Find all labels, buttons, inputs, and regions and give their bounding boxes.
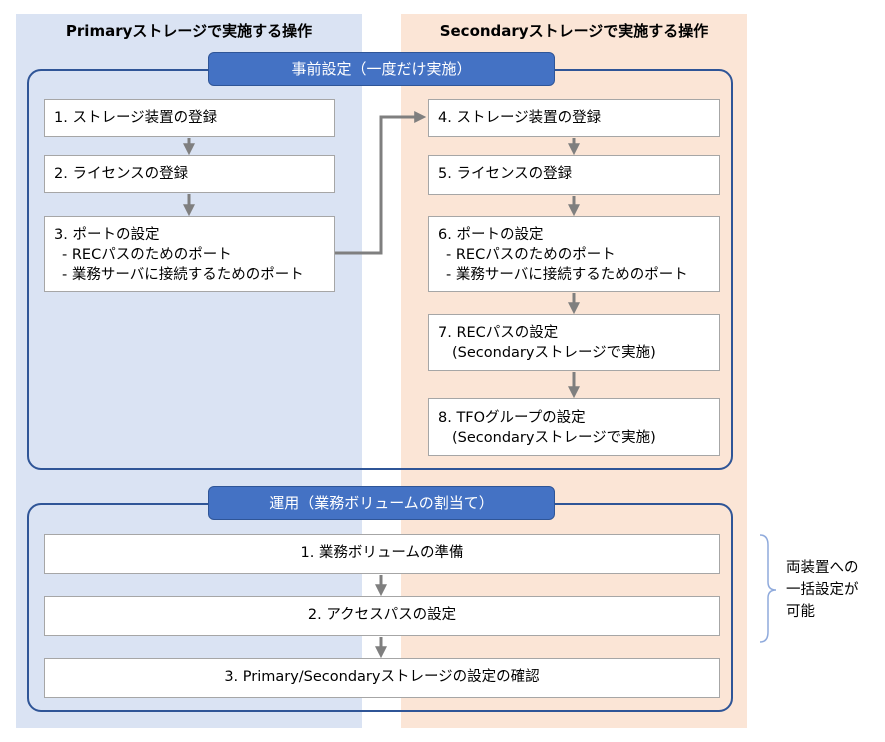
note-line: 可能: [786, 604, 815, 620]
operation-step-2: 2. アクセスパスの設定: [44, 596, 720, 636]
step-text: 7. RECパスの設定: [438, 325, 559, 341]
secondary-step-7: 7. RECパスの設定 (Secondaryストレージで実施): [428, 314, 720, 371]
setup-phase-title: 事前設定（一度だけ実施）: [208, 52, 555, 86]
step-text: 1. ストレージ装置の登録: [54, 110, 218, 126]
primary-step-1: 1. ストレージ装置の登録: [44, 99, 335, 137]
primary-step-3: 3. ポートの設定 - RECパスのためのポート - 業務サーバに接続するための…: [44, 216, 335, 292]
step-text: 3. Primary/Secondaryストレージの設定の確認: [224, 669, 540, 685]
step-subitem: - 業務サーバに接続するためのポート: [446, 267, 688, 283]
step-text: 8. TFOグループの設定: [438, 410, 586, 426]
step-text: 6. ポートの設定: [438, 227, 544, 243]
operation-step-1: 1. 業務ボリュームの準備: [44, 534, 720, 574]
note-line: 一括設定が: [786, 582, 859, 598]
brace-icon: [759, 534, 777, 643]
step-text: 2. ライセンスの登録: [54, 166, 189, 182]
step-text: 1. 業務ボリュームの準備: [300, 545, 464, 561]
step-subitem: - 業務サーバに接続するためのポート: [62, 267, 304, 283]
step-subitem: - RECパスのためのポート: [446, 247, 616, 263]
secondary-step-4: 4. ストレージ装置の登録: [428, 99, 720, 137]
step-subitem: - RECパスのためのポート: [62, 247, 232, 263]
secondary-step-8: 8. TFOグループの設定 (Secondaryストレージで実施): [428, 398, 720, 456]
secondary-step-6: 6. ポートの設定 - RECパスのためのポート - 業務サーバに接続するための…: [428, 216, 720, 292]
bulk-setting-note: 両装置への 一括設定が 可能: [786, 557, 859, 623]
step-text: 5. ライセンスの登録: [438, 166, 573, 182]
note-line: 両装置への: [786, 560, 859, 576]
secondary-column-title: Secondaryストレージで実施する操作: [439, 22, 709, 40]
secondary-step-5: 5. ライセンスの登録: [428, 155, 720, 195]
step-note: (Secondaryストレージで実施): [452, 345, 656, 361]
primary-step-2: 2. ライセンスの登録: [44, 155, 335, 193]
step-text: 4. ストレージ装置の登録: [438, 110, 602, 126]
primary-column-title: Primaryストレージで実施する操作: [65, 22, 313, 40]
operation-phase-title: 運用（業務ボリュームの割当て）: [208, 486, 555, 520]
step-text: 2. アクセスパスの設定: [307, 607, 457, 623]
step-note: (Secondaryストレージで実施): [452, 430, 656, 446]
operation-step-3: 3. Primary/Secondaryストレージの設定の確認: [44, 658, 720, 698]
step-text: 3. ポートの設定: [54, 227, 160, 243]
